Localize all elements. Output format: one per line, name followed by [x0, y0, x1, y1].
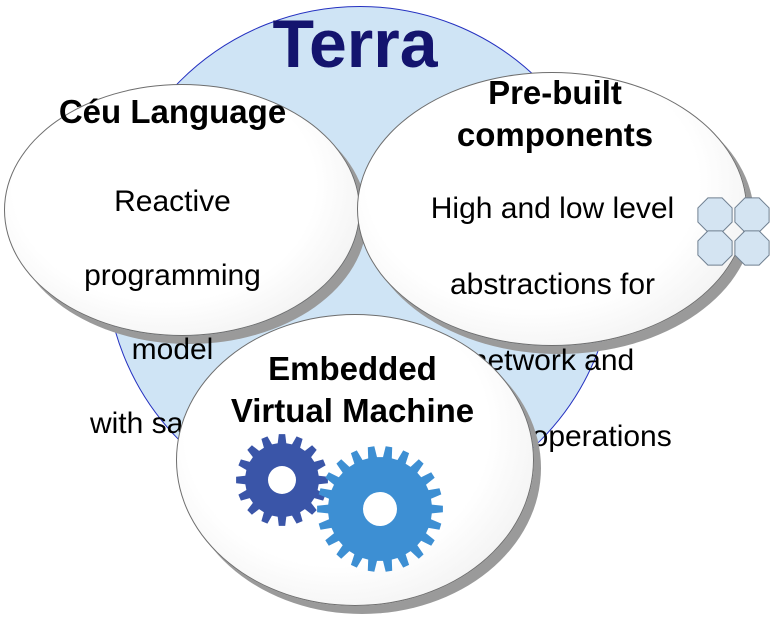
ceu-line: programming [84, 259, 261, 292]
ceu-language-bubble [4, 84, 360, 336]
embedded-vm-heading: Embedded Virtual Machine [195, 348, 510, 432]
prebuilt-line: network and [470, 344, 635, 377]
vm-heading-line: Virtual Machine [230, 392, 475, 429]
prebuilt-components-heading: Pre-built components [400, 72, 710, 156]
ceu-line: model [131, 333, 214, 366]
vm-heading-line: Embedded [268, 350, 437, 387]
prebuilt-line: High and low level [430, 192, 675, 225]
prebuilt-heading-line: components [456, 116, 654, 153]
prebuilt-components-bubble [357, 72, 747, 346]
terra-title: Terra [272, 6, 438, 82]
prebuilt-line: abstractions for [449, 268, 656, 301]
ceu-language-heading: Céu Language [58, 93, 287, 130]
prebuilt-heading-line: Pre-built [488, 74, 622, 111]
ceu-line: Reactive [114, 185, 231, 218]
